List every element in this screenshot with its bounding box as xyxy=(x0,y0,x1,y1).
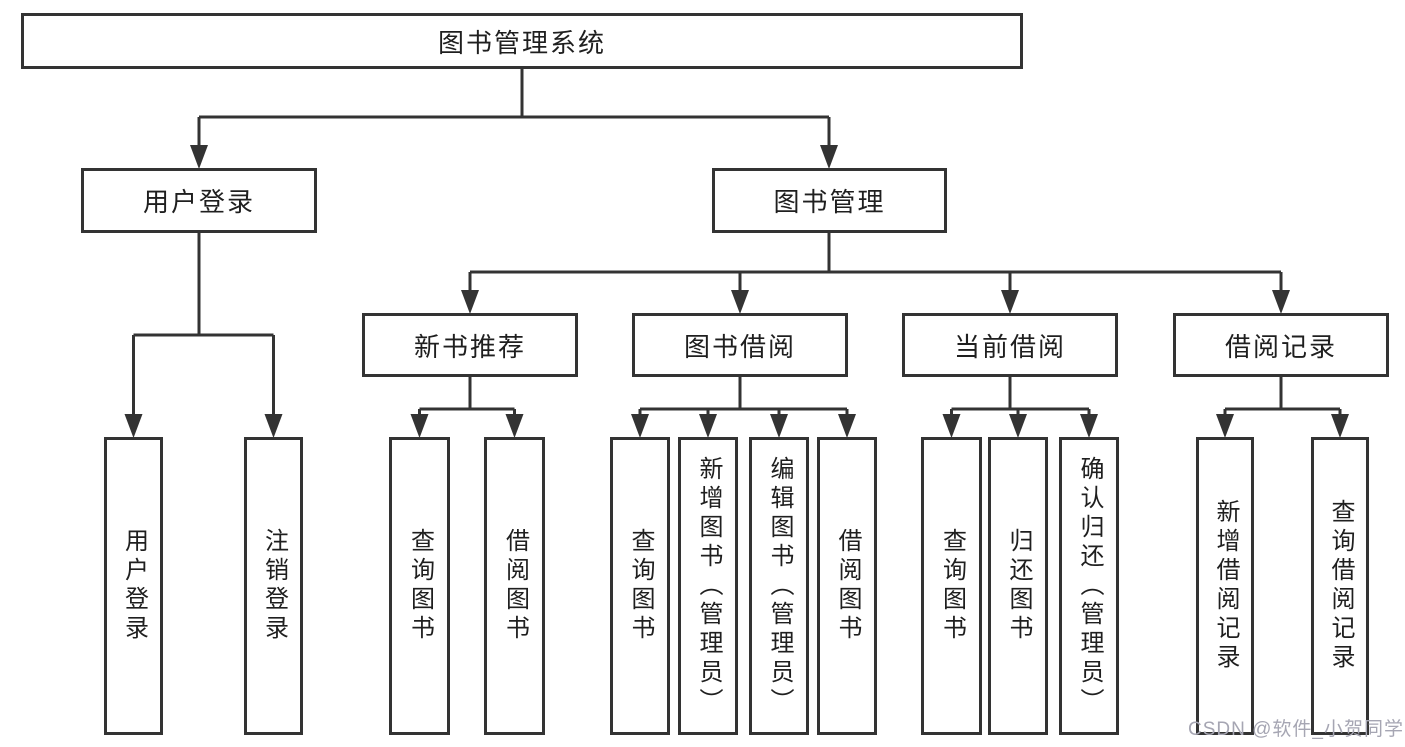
leaf-query-books-borrow: 查询图书 xyxy=(610,437,670,735)
leaf-label: 借阅图书 xyxy=(501,528,529,644)
leaf-label: 新增借阅记录 xyxy=(1212,499,1239,673)
node-user-login: 用户登录 xyxy=(81,168,317,233)
leaf-query-books-recommend: 查询图书 xyxy=(389,437,450,735)
leaf-label: 新增图书（管理员） xyxy=(695,455,722,717)
leaf-user-login: 用户登录 xyxy=(104,437,163,735)
leaf-confirm-return-admin: 确认归还（管理员） xyxy=(1059,437,1119,735)
node-book-management: 图书管理 xyxy=(712,168,947,233)
leaf-edit-books-admin: 编辑图书（管理员） xyxy=(749,437,809,735)
leaf-borrow-books: 借阅图书 xyxy=(817,437,877,735)
node-current-borrow: 当前借阅 xyxy=(902,313,1118,377)
leaf-label: 查询图书 xyxy=(938,528,966,644)
leaf-borrow-books-recommend: 借阅图书 xyxy=(484,437,545,735)
leaf-label: 注销登录 xyxy=(260,528,288,644)
leaf-query-borrow-record: 查询借阅记录 xyxy=(1311,437,1369,735)
leaf-add-borrow-record: 新增借阅记录 xyxy=(1196,437,1254,735)
leaf-label: 查询借阅记录 xyxy=(1327,499,1354,673)
leaf-label: 查询图书 xyxy=(627,528,654,644)
node-root-system: 图书管理系统 xyxy=(21,13,1023,69)
leaf-add-books-admin: 新增图书（管理员） xyxy=(678,437,738,735)
leaf-label: 借阅图书 xyxy=(834,528,861,644)
leaf-label: 确认归还（管理员） xyxy=(1076,455,1103,717)
leaf-label: 归还图书 xyxy=(1005,528,1032,644)
node-new-book-recommend: 新书推荐 xyxy=(362,313,578,377)
leaf-label: 编辑图书（管理员） xyxy=(766,455,793,717)
leaf-logout: 注销登录 xyxy=(244,437,303,735)
leaf-query-books-current: 查询图书 xyxy=(921,437,982,735)
watermark: CSDN @软件_小贺同学 xyxy=(1188,719,1404,740)
leaf-label: 查询图书 xyxy=(406,528,434,644)
node-book-borrow: 图书借阅 xyxy=(632,313,848,377)
leaf-label: 用户登录 xyxy=(120,528,148,644)
node-borrow-record: 借阅记录 xyxy=(1173,313,1389,377)
leaf-return-books: 归还图书 xyxy=(988,437,1048,735)
